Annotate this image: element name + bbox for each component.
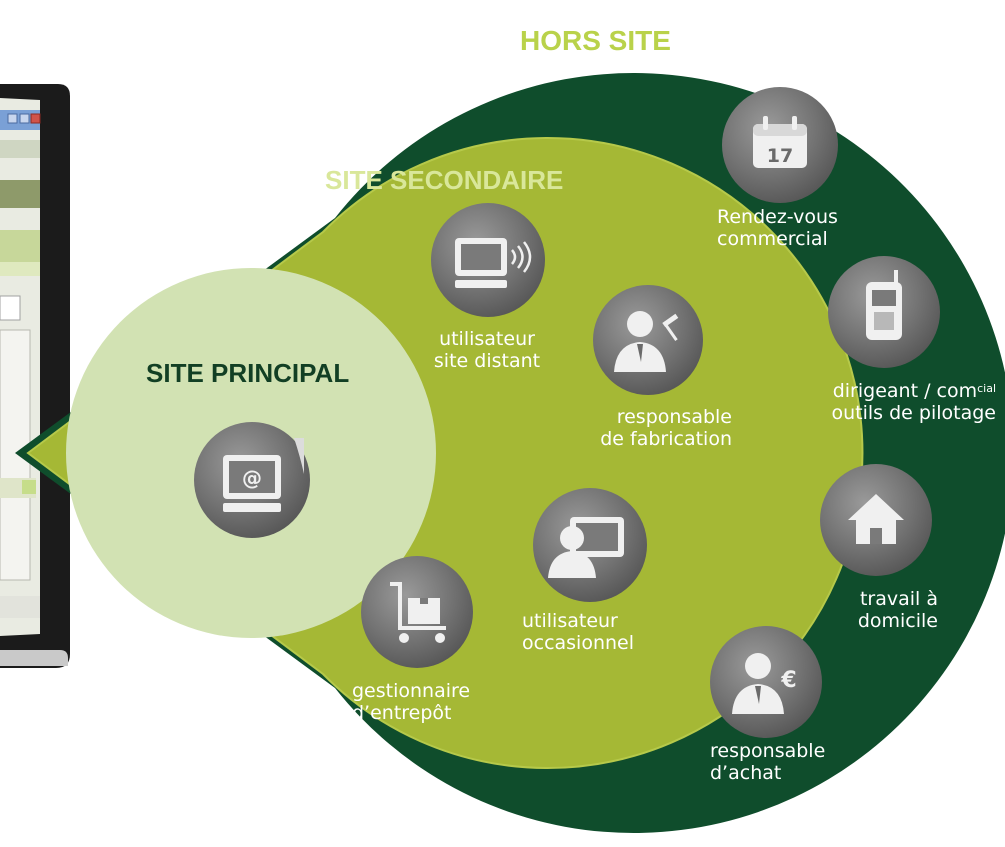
icon-disc-site-principal: @ [194, 422, 310, 538]
label-utilisateur-site-distant: utilisateur site distant [433, 328, 541, 372]
svg-text:€: € [780, 668, 796, 693]
monitor-screenshot [0, 84, 70, 668]
icon-disc-rendez-vous: 17 [722, 87, 838, 203]
label-responsable-fabrication: responsable de fabrication [600, 406, 732, 450]
icon-disc-responsable-achat: € [710, 626, 822, 738]
icon-disc-responsable-fabrication [593, 285, 703, 395]
label-travail-domicile: travail à domicile [857, 588, 938, 632]
icon-disc-dirigeant [828, 256, 940, 368]
svg-text:@: @ [242, 466, 262, 490]
title-hors-site: HORS SITE [520, 25, 671, 56]
label-responsable-achat: responsable d’achat [710, 740, 826, 784]
icon-disc-gestionnaire-entrepot [361, 556, 473, 668]
label-gestionnaire-entrepot: gestionnaire d’entrepôt [352, 680, 471, 724]
label-utilisateur-occasionnel: utilisateur occasionnel [522, 610, 635, 654]
title-site-principal: SITE PRINCIPAL [146, 358, 350, 388]
label-rendez-vous: Rendez-vous commercial [717, 206, 838, 250]
icon-disc-travail-domicile [820, 464, 932, 576]
title-site-secondaire: SITE SECONDAIRE [325, 165, 564, 195]
label-dirigeant: dirigeant / comcial outils de pilotage [831, 380, 997, 424]
icon-disc-utilisateur-occasionnel [533, 488, 647, 602]
calendar-day-number: 17 [767, 145, 793, 167]
icon-disc-utilisateur-site-distant [431, 203, 545, 317]
